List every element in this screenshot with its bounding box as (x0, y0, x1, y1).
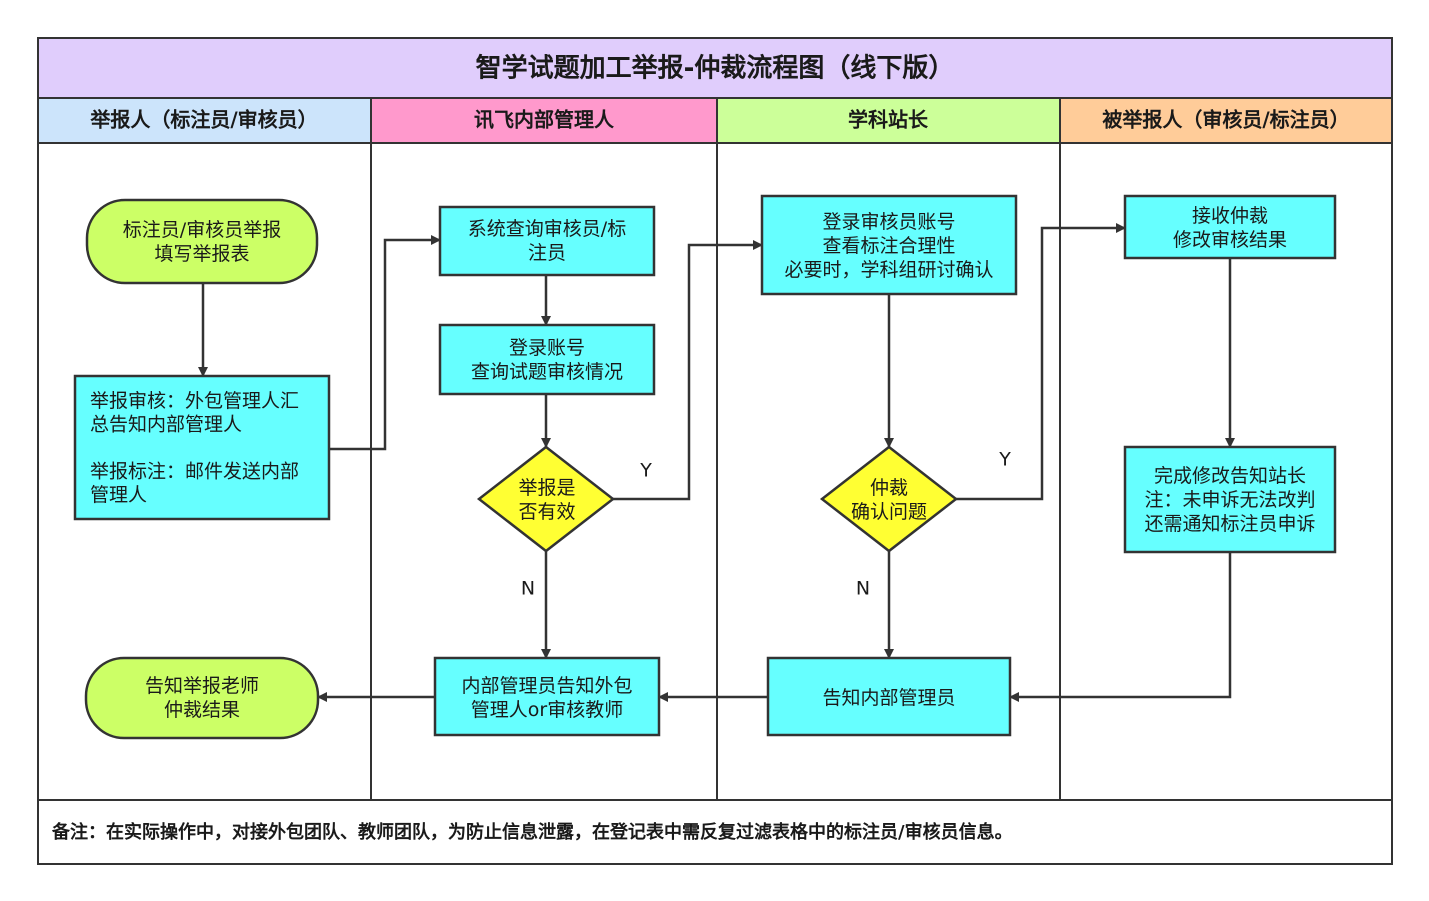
node-label-line: 内部管理员告知外包 (461, 675, 632, 697)
node-label-valid-decision: 举报是否有效 (518, 477, 575, 523)
node-label-line: 告知内部管理员 (822, 687, 955, 709)
diagram-title: 智学试题加工举报-仲裁流程图（线下版） (476, 53, 955, 84)
node-label-line: 仲裁 (870, 477, 908, 499)
node-label-line: 告知举报老师 (145, 675, 259, 697)
node-label-line: 系统查询审核员/标 (468, 218, 626, 240)
lane-label-reported: 被举报人（审核员/标注员） (1102, 108, 1349, 132)
node-arbitrate-decision[interactable] (819, 445, 959, 553)
node-complete-notify[interactable] (1123, 445, 1337, 554)
node-report-review[interactable] (73, 374, 331, 521)
node-label-line: 必要时，学科组研讨确认 (784, 259, 993, 281)
node-label-line: 修改审核结果 (1173, 229, 1287, 251)
footnote: 备注：在实际操作中，对接外包团队、教师团队，为防止信息泄露，在登记表中需反复过滤… (51, 821, 1013, 843)
node-label-line: 仲裁结果 (164, 699, 240, 721)
node-label-line: 完成修改告知站长 (1154, 465, 1306, 487)
title-band (37, 37, 1393, 99)
node-internal-notify[interactable] (433, 656, 661, 737)
node-label-line: 查看标注合理性 (822, 235, 955, 257)
node-label-line: 确认问题 (851, 501, 927, 523)
node-station-login[interactable] (760, 194, 1018, 296)
node-label-report-start: 标注员/审核员举报填写举报表 (123, 219, 281, 265)
node-label-system-query: 系统查询审核员/标注员 (468, 218, 626, 264)
node-label-notify-admin: 告知内部管理员 (822, 687, 955, 709)
connector-decision-yes-to-station (613, 240, 763, 501)
node-login-check[interactable] (438, 323, 656, 396)
node-label-line: 注员 (528, 242, 566, 264)
node-label-line: 注：未申诉无法改判 (1144, 489, 1315, 511)
node-label-line: 登录账号 (509, 337, 585, 359)
node-notify-admin[interactable] (766, 656, 1012, 737)
node-system-query[interactable] (438, 205, 656, 277)
node-label-line: 总告知内部管理人 (90, 413, 242, 435)
node-valid-decision[interactable] (476, 445, 616, 553)
lane-label-internal-manager: 讯飞内部管理人 (474, 108, 615, 132)
lane-label-reporter: 举报人（标注员/审核员） (89, 108, 317, 132)
node-label-arbitrate-decision: 仲裁确认问题 (851, 477, 927, 523)
edge-label-yes: Y (998, 449, 1011, 471)
node-label-line: 标注员/审核员举报 (123, 219, 281, 241)
connector-arbitrate-yes-to-receive (956, 223, 1126, 501)
node-report-start[interactable] (85, 198, 319, 285)
node-label-line: 管理人 (90, 484, 147, 506)
node-label-line: 接收仲裁 (1192, 205, 1268, 227)
node-label-line: 管理人or审核教师 (471, 699, 623, 721)
connector-complete-to-admin (1009, 552, 1232, 702)
node-label-line: 填写举报表 (154, 243, 249, 265)
connector-review-to-query (329, 235, 441, 451)
lane-header-reported (1059, 97, 1393, 144)
node-label-receive-arbitration: 接收仲裁修改审核结果 (1173, 205, 1287, 251)
edge-label-no: N (856, 578, 870, 600)
node-receive-arbitration[interactable] (1123, 194, 1337, 260)
node-label-report-review: 举报审核：外包管理人汇总告知内部管理人举报标注：邮件发送内部管理人 (90, 390, 299, 506)
edge-label-yes: Y (639, 460, 652, 482)
node-label-complete-notify: 完成修改告知站长注：未申诉无法改判还需通知标注员申诉 (1144, 465, 1315, 535)
lane-label-station-chief: 学科站长 (848, 108, 929, 132)
node-label-login-check: 登录账号查询试题审核情况 (471, 337, 623, 383)
node-label-line: 查询试题审核情况 (471, 361, 623, 383)
connectors (198, 223, 1235, 702)
lane-header-reporter (37, 97, 372, 144)
node-label-line: 否有效 (518, 501, 575, 523)
node-label-notify-teacher: 告知举报老师仲裁结果 (145, 675, 259, 721)
node-label-line: 举报是 (518, 477, 575, 499)
node-label-line: 还需通知标注员申诉 (1144, 513, 1315, 535)
node-notify-teacher[interactable] (84, 656, 320, 740)
edge-label-no: N (521, 578, 535, 600)
node-label-line: 登录审核员账号 (822, 211, 955, 233)
node-label-line: 举报标注：邮件发送内部 (90, 460, 299, 482)
node-label-line: 举报审核：外包管理人汇 (90, 390, 299, 412)
node-label-station-login: 登录审核员账号查看标注合理性必要时，学科组研讨确认 (784, 211, 993, 281)
node-label-internal-notify: 内部管理员告知外包管理人or审核教师 (461, 675, 632, 721)
lane-header-station-chief (716, 97, 1061, 144)
